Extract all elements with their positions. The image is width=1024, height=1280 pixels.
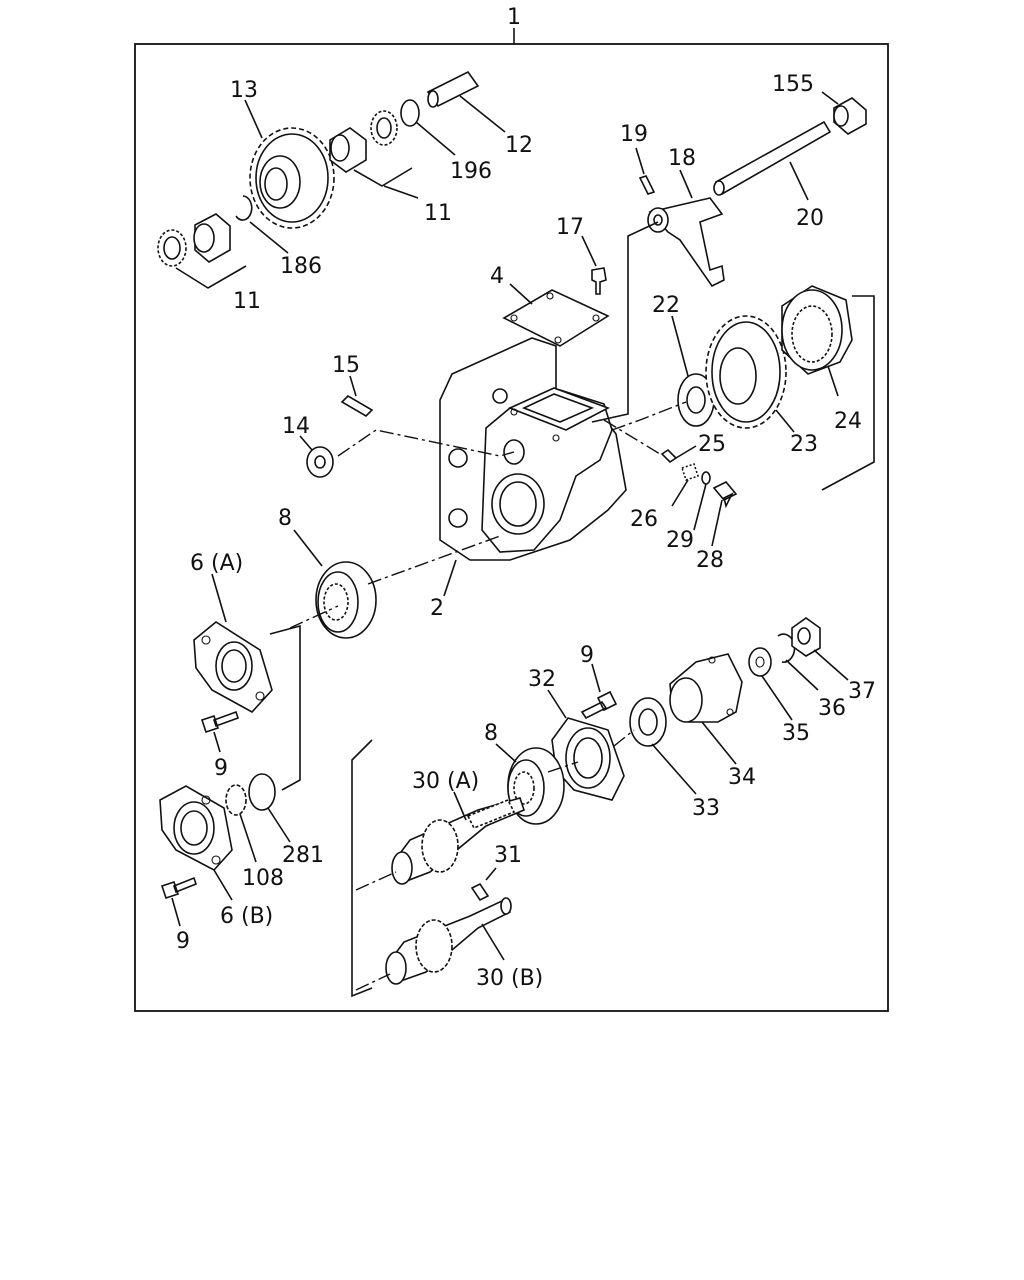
snap-ring-108 xyxy=(225,784,247,816)
washer-29 xyxy=(701,471,711,485)
shift-rod-20 xyxy=(713,120,832,196)
bolt-28 xyxy=(712,481,738,509)
cover-plate-4 xyxy=(502,289,610,347)
label-19: 19 xyxy=(620,122,648,147)
label-22: 22 xyxy=(652,293,680,318)
gear-23 xyxy=(705,315,787,429)
thrust-washer-22 xyxy=(677,373,715,427)
bolt-9-lower xyxy=(160,876,197,900)
label-30b: 30 (B) xyxy=(476,966,543,991)
label-9-lower: 9 xyxy=(176,929,190,954)
label-186: 186 xyxy=(280,254,322,279)
label-23: 23 xyxy=(790,432,818,457)
label-15: 15 xyxy=(332,353,360,378)
output-shaft-30b xyxy=(385,897,512,985)
label-281: 281 xyxy=(282,843,324,868)
label-25: 25 xyxy=(698,432,726,457)
label-32: 32 xyxy=(528,667,556,692)
label-26: 26 xyxy=(630,507,658,532)
bushing-155 xyxy=(833,97,867,135)
label-24: 24 xyxy=(834,409,862,434)
cover-6a xyxy=(193,621,273,714)
label-assembly-1: 1 xyxy=(507,5,521,30)
ring-196 xyxy=(400,99,420,127)
bolt-9-right xyxy=(580,690,618,720)
label-37: 37 xyxy=(848,679,876,704)
label-196: 196 xyxy=(450,159,492,184)
label-8-lower: 8 xyxy=(484,721,498,746)
shift-fork-18 xyxy=(647,197,725,288)
synchro-sleeve-24 xyxy=(781,285,853,375)
label-18: 18 xyxy=(668,146,696,171)
label-8-upper: 8 xyxy=(278,506,292,531)
nut-37 xyxy=(791,617,821,657)
label-2: 2 xyxy=(430,596,444,621)
ring-281 xyxy=(248,773,276,811)
label-9-upper: 9 xyxy=(214,756,228,781)
spring-26 xyxy=(680,462,700,482)
bushing-upper xyxy=(329,127,367,173)
label-155: 155 xyxy=(772,72,814,97)
flange-34 xyxy=(669,653,743,723)
shaft-12 xyxy=(426,70,480,108)
label-34: 34 xyxy=(728,765,756,790)
retainer-32 xyxy=(551,717,625,801)
bolt-17 xyxy=(591,267,607,295)
label-11-upper: 11 xyxy=(424,201,452,226)
label-6b: 6 (B) xyxy=(220,904,273,929)
label-11-lower: 11 xyxy=(233,289,261,314)
label-108: 108 xyxy=(242,866,284,891)
needle-bearing-11-left xyxy=(157,229,187,267)
needle-bearing-11-upper xyxy=(370,110,398,146)
output-shaft-30a xyxy=(391,797,525,885)
washer-14 xyxy=(306,446,334,478)
label-9-right: 9 xyxy=(580,643,594,668)
spring-pin-19 xyxy=(638,175,656,195)
label-17: 17 xyxy=(556,215,584,240)
housing-2 xyxy=(439,337,627,561)
label-20: 20 xyxy=(796,206,824,231)
label-30a: 30 (A) xyxy=(412,769,479,794)
pin-25 xyxy=(660,448,678,464)
snap-ring-186 xyxy=(235,195,253,221)
sleeve-left xyxy=(193,213,231,263)
label-14: 14 xyxy=(282,414,310,439)
bolt-9-upper xyxy=(200,710,240,734)
assembly-frame xyxy=(134,43,889,1012)
label-31: 31 xyxy=(494,843,522,868)
oil-seal-33 xyxy=(629,697,667,747)
gear-13 xyxy=(249,127,335,229)
label-28: 28 xyxy=(696,548,724,573)
washer-35 xyxy=(748,647,772,677)
label-35: 35 xyxy=(782,721,810,746)
label-13: 13 xyxy=(230,78,258,103)
label-6a: 6 (A) xyxy=(190,551,243,576)
pin-15 xyxy=(340,394,374,418)
label-29: 29 xyxy=(666,528,694,553)
cover-6b xyxy=(159,785,233,871)
label-12: 12 xyxy=(505,133,533,158)
bearing-8-upper xyxy=(315,561,377,639)
label-33: 33 xyxy=(692,796,720,821)
label-4: 4 xyxy=(490,264,504,289)
key-31 xyxy=(470,882,490,902)
label-36: 36 xyxy=(818,696,846,721)
